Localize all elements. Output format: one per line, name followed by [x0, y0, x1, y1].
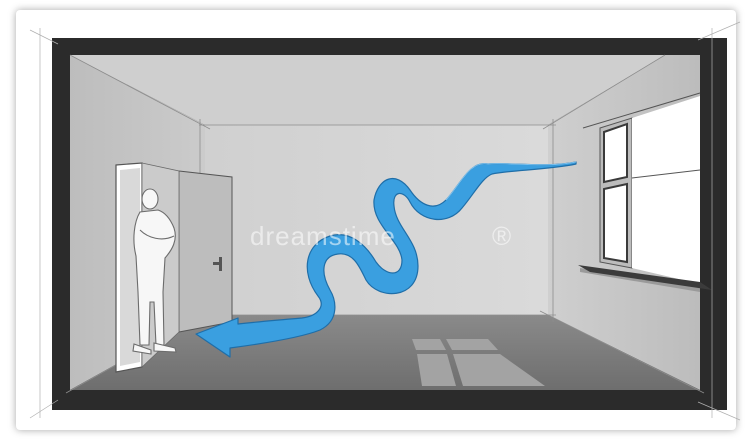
watermark-suffix: ® — [492, 221, 512, 251]
watermark-text: dreamstime — [250, 221, 396, 251]
